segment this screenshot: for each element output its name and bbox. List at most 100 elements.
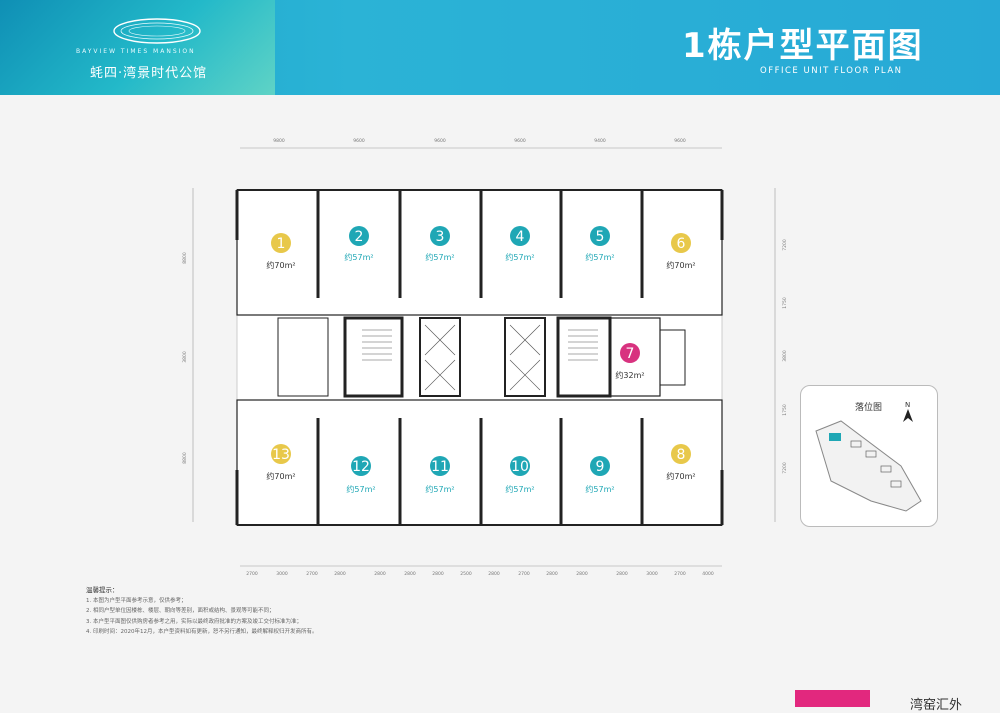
unit-area: 约32m²	[615, 370, 644, 380]
unit-area: 约57m²	[344, 252, 373, 262]
unit-badge	[510, 456, 530, 476]
unit-number: 12	[352, 459, 370, 475]
pink-accent-bar	[795, 690, 870, 707]
unit-badge	[349, 226, 369, 246]
unit-area: 约57m²	[585, 252, 614, 262]
logo-chinese: 蚝四·湾景时代公馆	[90, 66, 208, 81]
dim-bottom: 2800	[616, 571, 628, 577]
unit-area: 约57m²	[346, 484, 375, 494]
site-plan-icon	[815, 420, 922, 512]
header-banner: BAYVIEW TIMES MANSION 蚝四·湾景时代公馆 1栋户型平面图 …	[0, 0, 1000, 95]
unit-area: 约57m²	[505, 484, 534, 494]
notes-heading: 温馨提示：	[86, 586, 119, 594]
page-title: 1栋户型平面图	[682, 26, 924, 66]
unit-area: 约70m²	[266, 260, 295, 270]
dim-right: 7200	[782, 239, 788, 251]
dimension-lines	[192, 147, 776, 567]
dim-bottom: 2700	[246, 571, 258, 577]
dim-top: 9600	[434, 138, 446, 144]
unit-10: 10 约57m²	[505, 456, 535, 494]
unit-number: 4	[516, 229, 525, 245]
dim-right: 7200	[782, 462, 788, 474]
unit-badge	[271, 444, 291, 464]
unit-area: 约57m²	[505, 252, 534, 262]
unit-badge	[590, 456, 610, 476]
unit-number: 10	[511, 459, 529, 475]
dim-bottom: 2500	[460, 571, 472, 577]
unit-badge	[430, 456, 450, 476]
dim-bottom: 3000	[276, 571, 288, 577]
dim-top: 9800	[273, 138, 285, 144]
dim-bottom: 2800	[404, 571, 416, 577]
unit-area: 约57m²	[585, 484, 614, 494]
unit-number: 8	[677, 447, 686, 463]
dim-bottom: 2800	[546, 571, 558, 577]
note-line: 4. 印刷时间：2020年12月，本户型资料如有更新，恕不另行通知，最终解释权归…	[86, 629, 318, 635]
dim-top: 9400	[594, 138, 606, 144]
unit-8: 8 约70m²	[666, 444, 696, 481]
dim-right: 1750	[782, 404, 788, 416]
unit-badge	[271, 233, 291, 253]
dimension-labels: 9800 9600 9600 9600 9400 9600 2700 3000 …	[182, 138, 788, 577]
unit-badge	[510, 226, 530, 246]
unit-number: 9	[596, 459, 605, 475]
dim-top: 9600	[514, 138, 526, 144]
watermark: 湾窑汇外	[910, 698, 963, 713]
dim-right: 1750	[782, 297, 788, 309]
page-subtitle: OFFICE UNIT FLOOR PLAN	[760, 66, 903, 76]
unit-number: 5	[596, 229, 605, 245]
north-arrow-icon: N	[903, 401, 913, 422]
dim-left: 8800	[182, 452, 188, 464]
unit-13: 13 约70m²	[266, 444, 296, 481]
north-label: N	[905, 401, 910, 409]
unit-badge	[671, 233, 691, 253]
unit-area: 约57m²	[425, 252, 454, 262]
unit-number: 7	[626, 346, 635, 362]
unit-badge	[590, 226, 610, 246]
unit-12: 12 约57m²	[346, 456, 376, 494]
dim-right: 3800	[782, 350, 788, 362]
logo-english: BAYVIEW TIMES MANSION	[76, 48, 196, 55]
unit-11: 11 约57m²	[425, 456, 455, 494]
unit-area: 约57m²	[425, 484, 454, 494]
unit-number: 6	[677, 236, 686, 252]
unit-5: 5 约57m²	[585, 226, 615, 262]
unit-area: 约70m²	[666, 260, 695, 270]
dim-bottom: 3000	[646, 571, 658, 577]
unit-number: 2	[355, 229, 364, 245]
location-map: 落位图 N	[800, 385, 938, 527]
dim-bottom: 2800	[432, 571, 444, 577]
building-walls	[235, 189, 724, 526]
unit-number: 11	[431, 459, 449, 475]
unit-6: 6 约70m²	[666, 233, 696, 270]
dim-bottom: 2700	[518, 571, 530, 577]
note-line: 2. 相同户型单位因楼栋、楼层、朝向等差别，面积或结构、景观等可能不同；	[86, 608, 275, 614]
note-line: 3. 本户型平面图仅供购房者参考之用，实际以最终政府批准的方案及竣工交付标准为准…	[86, 618, 302, 625]
dim-bottom: 4000	[702, 571, 714, 577]
dim-left: 8800	[182, 252, 188, 264]
dim-bottom: 2800	[334, 571, 346, 577]
unit-area: 约70m²	[666, 471, 695, 481]
unit-area: 约70m²	[266, 471, 295, 481]
dim-bottom: 2700	[306, 571, 318, 577]
dim-bottom: 2700	[674, 571, 686, 577]
unit-9: 9 约57m²	[585, 456, 615, 494]
unit-4: 4 约57m²	[505, 226, 535, 262]
stairs	[362, 324, 598, 391]
unit-number: 13	[272, 447, 290, 463]
dim-top: 9600	[674, 138, 686, 144]
unit-1: 1 约70m²	[266, 233, 296, 270]
notes: 温馨提示： 1. 本图为户型平面参考示意，仅供参考； 2. 相同户型单位因楼栋、…	[86, 585, 318, 638]
unit-badge	[671, 444, 691, 464]
unit-badge	[430, 226, 450, 246]
dim-left: 3800	[182, 351, 188, 363]
unit-badge	[620, 343, 640, 363]
unit-2: 2 约57m²	[344, 226, 374, 262]
unit-7: 7 约32m²	[615, 343, 645, 380]
unit-badge	[351, 456, 371, 476]
unit-number: 1	[277, 236, 286, 252]
dim-top: 9600	[353, 138, 365, 144]
location-map-title: 落位图	[855, 403, 883, 413]
unit-3: 3 约57m²	[425, 226, 455, 262]
dim-bottom: 2800	[576, 571, 588, 577]
